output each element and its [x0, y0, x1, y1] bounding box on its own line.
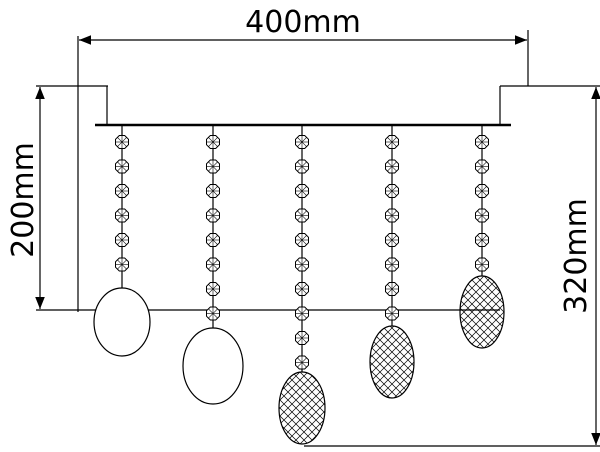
total-height-dimension: 320mm: [304, 85, 600, 447]
width-label: 400mm: [245, 5, 361, 40]
bead: [385, 208, 399, 223]
strand-5: [459, 126, 505, 349]
crystal-drop: [369, 325, 415, 399]
bead: [385, 159, 399, 174]
ceiling-plate: [95, 86, 511, 127]
crystal-drop: [459, 275, 505, 349]
bead: [295, 282, 309, 296]
bead: [206, 233, 220, 247]
bead: [115, 135, 129, 149]
bead: [206, 282, 220, 296]
bead: [295, 355, 309, 370]
bead: [115, 233, 129, 247]
bead: [475, 159, 489, 174]
bead: [295, 331, 309, 345]
bead: [115, 184, 129, 198]
bead: [385, 257, 399, 272]
crystal-drop: [278, 371, 326, 445]
strand-1: [93, 126, 151, 357]
bead: [206, 306, 220, 321]
strand-2: [182, 126, 244, 405]
bead: [475, 233, 489, 247]
bead: [295, 233, 309, 247]
bead: [475, 184, 489, 198]
bead: [385, 135, 399, 149]
bead: [295, 208, 309, 223]
bead: [295, 135, 309, 149]
bead: [295, 306, 309, 321]
bead: [115, 257, 129, 272]
strand-4: [369, 126, 415, 399]
bead: [385, 282, 399, 296]
bead: [475, 135, 489, 149]
width-dimension: 400mm: [77, 5, 529, 312]
total-height-label: 320mm: [559, 198, 594, 314]
bead: [385, 184, 399, 198]
bead: [115, 159, 129, 174]
bead: [295, 159, 309, 174]
crystal-drop: [182, 327, 244, 405]
bead: [206, 257, 220, 272]
bead: [206, 135, 220, 149]
bead: [385, 233, 399, 247]
crystal-strands: [93, 126, 505, 445]
bead: [206, 208, 220, 223]
strand-3: [278, 126, 326, 445]
bead: [295, 184, 309, 198]
bead: [385, 306, 399, 321]
bead: [475, 208, 489, 223]
crystal-drop: [93, 287, 151, 357]
bead: [115, 208, 129, 223]
bead: [475, 257, 489, 272]
bead: [206, 159, 220, 174]
bead: [206, 184, 220, 198]
body-height-dimension: 200mm: [6, 85, 500, 311]
body-height-label: 200mm: [6, 142, 41, 258]
bead: [295, 257, 309, 272]
